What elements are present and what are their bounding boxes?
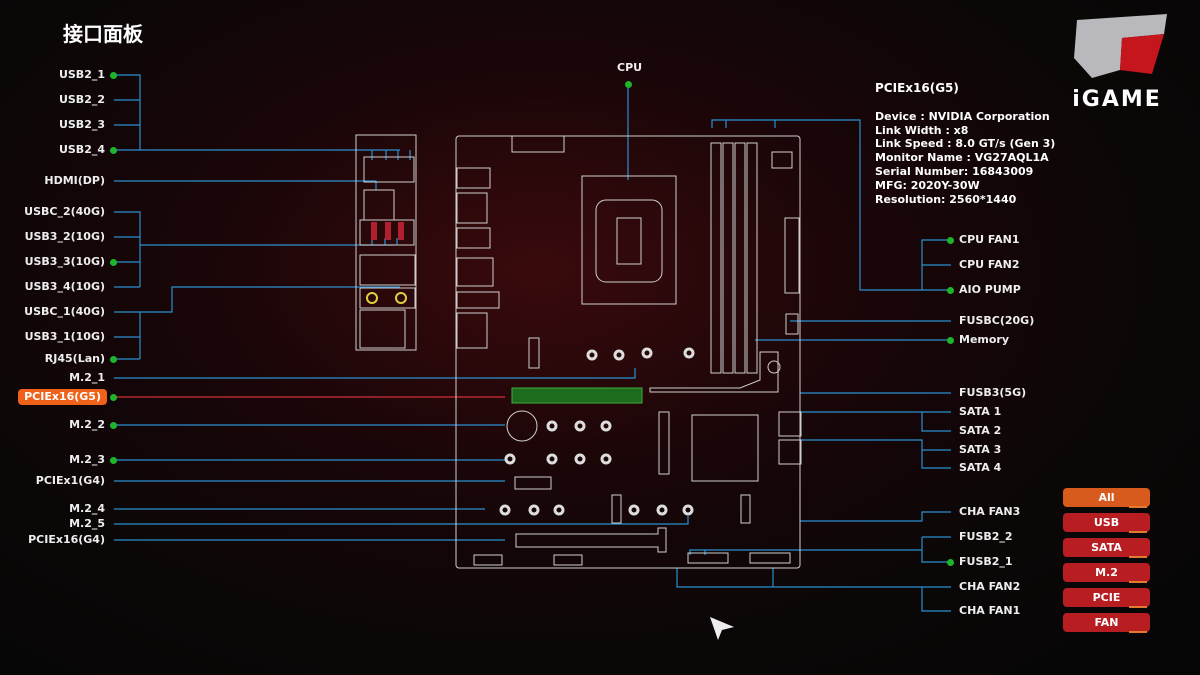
label-fusb2-1[interactable]: FUSB2_1 xyxy=(959,555,1013,568)
connector-lines xyxy=(114,74,951,612)
filter-all-button[interactable]: All xyxy=(1063,488,1150,508)
label-sata4[interactable]: SATA 4 xyxy=(959,461,1002,474)
status-dot xyxy=(947,337,954,344)
label-m2-1[interactable]: M.2_1 xyxy=(69,371,105,384)
label-m2-2[interactable]: M.2_2 xyxy=(69,418,105,431)
label-usb2-2[interactable]: USB2_2 xyxy=(58,93,105,106)
label-cpu-fan2[interactable]: CPU FAN2 xyxy=(959,258,1020,271)
info-link-speed: Link Speed : 8.0 GT/s (Gen 3) xyxy=(875,137,1056,151)
label-usb2-4[interactable]: USB2_4 xyxy=(58,143,105,156)
status-dot xyxy=(110,72,117,79)
label-fusb2-2[interactable]: FUSB2_2 xyxy=(959,530,1013,543)
status-dot xyxy=(110,422,117,429)
label-m2-3[interactable]: M.2_3 xyxy=(69,453,105,466)
label-usb2-1[interactable]: USB2_1 xyxy=(58,68,105,81)
label-cpu-fan1[interactable]: CPU FAN1 xyxy=(959,233,1020,246)
label-cha-fan1[interactable]: CHA FAN1 xyxy=(959,604,1021,617)
status-dot xyxy=(110,394,117,401)
status-dot xyxy=(110,259,117,266)
label-usb3-2[interactable]: USB3_2(10G) xyxy=(24,230,105,243)
status-dot xyxy=(110,147,117,154)
label-pciex1-g4[interactable]: PCIEx1(G4) xyxy=(35,474,105,487)
filter-usb-button[interactable]: USB xyxy=(1063,513,1150,533)
filter-pcie-button[interactable]: PCIE xyxy=(1063,588,1150,608)
filter-button-group: All USB SATA M.2 PCIE FAN xyxy=(1063,488,1150,638)
info-resolution: Resolution: 2560*1440 xyxy=(875,192,1017,206)
info-monitor-name: Monitor Name : VG27AQL1A xyxy=(875,151,1049,165)
status-dot xyxy=(110,457,117,464)
filter-fan-button[interactable]: FAN xyxy=(1063,613,1150,633)
label-m2-5[interactable]: M.2_5 xyxy=(69,517,105,530)
info-mfg: MFG: 2020Y-30W xyxy=(875,178,980,192)
label-pciex16-g4[interactable]: PCIEx16(G4) xyxy=(28,533,105,546)
filter-m2-button[interactable]: M.2 xyxy=(1063,563,1150,583)
label-usb3-1[interactable]: USB3_1(10G) xyxy=(24,330,105,343)
status-dot xyxy=(110,356,117,363)
label-rj45[interactable]: RJ45(Lan) xyxy=(44,352,105,365)
svg-text:iGAME: iGAME xyxy=(1072,87,1162,112)
label-fusbc[interactable]: FUSBC(20G) xyxy=(959,314,1035,327)
filter-sata-button[interactable]: SATA xyxy=(1063,538,1150,558)
pcie-x16-g5-slot-highlight xyxy=(511,387,643,404)
label-sata3[interactable]: SATA 3 xyxy=(959,443,1002,456)
label-sata2[interactable]: SATA 2 xyxy=(959,424,1002,437)
info-serial: Serial Number: 16843009 xyxy=(875,164,1034,178)
igame-logo: iGAME xyxy=(1072,14,1167,112)
status-dot xyxy=(947,237,954,244)
label-memory[interactable]: Memory xyxy=(959,333,1010,346)
info-device: Device : NVIDIA Corporation xyxy=(875,109,1050,123)
label-usbc-2[interactable]: USBC_2(40G) xyxy=(24,205,105,218)
cpu-dot xyxy=(625,81,632,88)
mounting-holes xyxy=(499,347,695,516)
label-cha-fan3[interactable]: CHA FAN3 xyxy=(959,505,1021,518)
label-sata1[interactable]: SATA 1 xyxy=(959,405,1002,418)
page-title: 接口面板 xyxy=(63,22,143,46)
status-dot xyxy=(947,287,954,294)
label-cha-fan2[interactable]: CHA FAN2 xyxy=(959,580,1021,593)
label-usb3-4[interactable]: USB3_4(10G) xyxy=(24,280,105,293)
board-outline xyxy=(355,134,802,569)
label-m2-4[interactable]: M.2_4 xyxy=(69,502,105,515)
cursor-icon xyxy=(710,617,734,640)
label-hdmi[interactable]: HDMI(DP) xyxy=(44,174,105,187)
info-link-width: Link Width : x8 xyxy=(875,123,969,137)
label-aio-pump[interactable]: AIO PUMP xyxy=(959,283,1021,296)
label-usbc-1[interactable]: USBC_1(40G) xyxy=(24,305,105,318)
label-usb2-3[interactable]: USB2_3 xyxy=(58,118,105,131)
label-pciex16-g5[interactable]: PCIEx16(G5) xyxy=(18,389,107,405)
cpu-label[interactable]: CPU xyxy=(617,61,643,74)
label-usb3-3[interactable]: USB3_3(10G) xyxy=(24,255,105,268)
device-info-panel: PCIEx16(G5) Device : NVIDIA Corporation … xyxy=(875,81,1056,206)
info-heading: PCIEx16(G5) xyxy=(875,81,959,95)
label-fusb3[interactable]: FUSB3(5G) xyxy=(959,386,1027,399)
status-dot xyxy=(947,559,954,566)
